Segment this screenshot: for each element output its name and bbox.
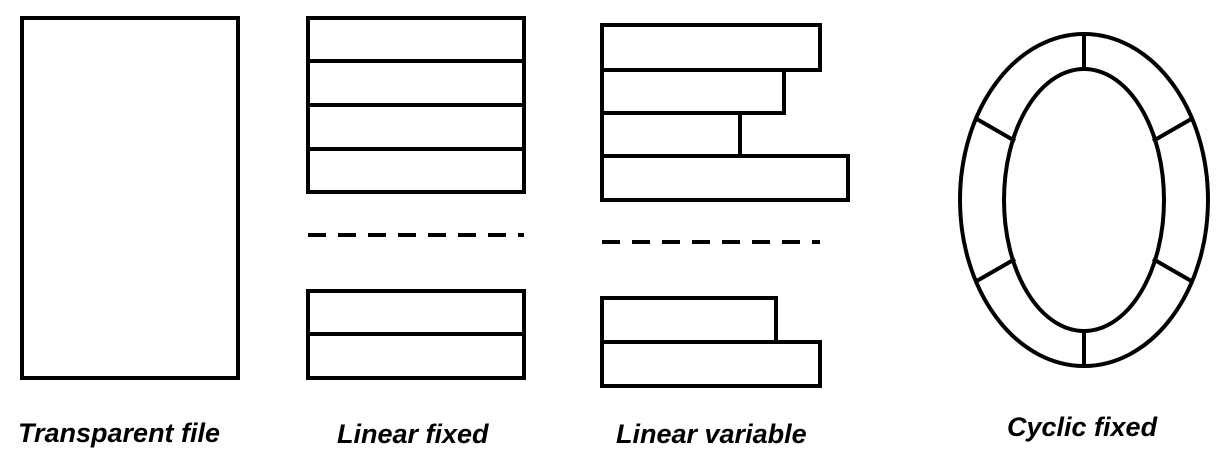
linear-variable-record: [602, 68, 786, 115]
transparent-file-shape: [20, 16, 240, 380]
transparent-file-caption: Transparent file: [18, 418, 221, 448]
linear-variable-shape: [600, 23, 850, 388]
cyclic-record-divider: [974, 257, 1016, 284]
linear-variable-record: [600, 340, 822, 388]
cyclic-fixed-shape: [958, 32, 1210, 368]
cyclic-record-divider: [1152, 116, 1194, 143]
cyclic-outer-ring: [958, 32, 1210, 368]
cyclic-inner-ring: [1002, 67, 1166, 333]
transparent-file-block: [20, 16, 240, 380]
linear-variable-record: [600, 23, 822, 72]
linear-fixed-caption: Linear fixed: [337, 419, 489, 449]
linear-variable-record: [600, 154, 850, 202]
linear-variable-caption: Linear variable: [616, 419, 807, 449]
cyclic-fixed-caption: Cyclic fixed: [1007, 412, 1158, 442]
linear-fixed-shape: [306, 16, 526, 380]
cyclic-record-divider: [1152, 257, 1194, 284]
linear-variable-record: [600, 296, 778, 344]
linear-variable-record: [602, 111, 742, 156]
cyclic-record-divider: [974, 116, 1016, 143]
